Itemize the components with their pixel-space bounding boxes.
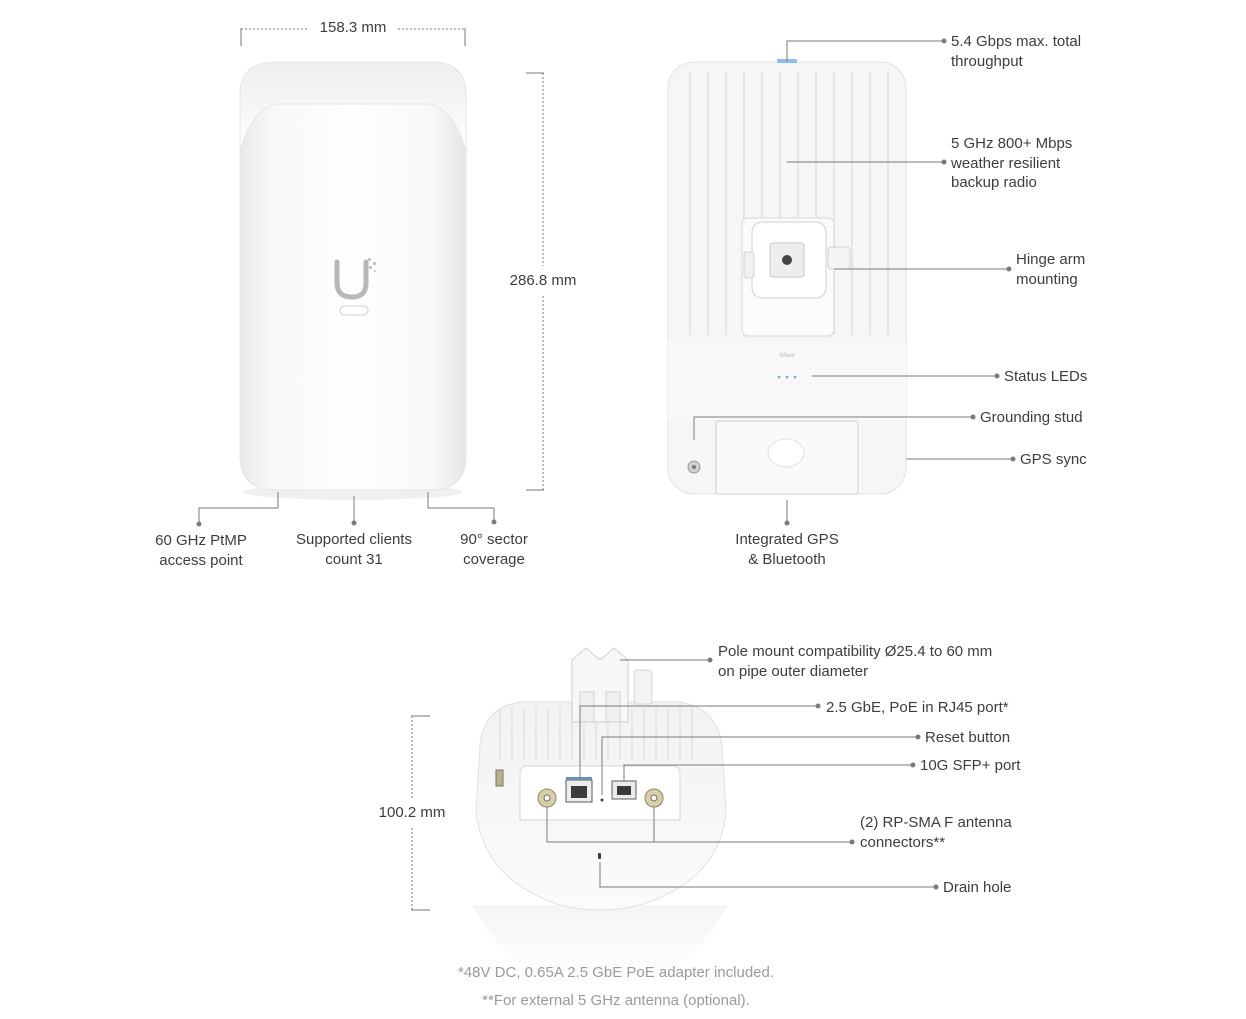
callout-rj45-port: 2.5 GbE, PoE in RJ45 port*	[826, 699, 1009, 716]
depth-dimension	[411, 715, 430, 911]
callout-integrated-gps: Integrated GPS & Bluetooth	[735, 531, 839, 568]
back-device-image: Wave	[667, 59, 907, 495]
callout-sfp-port: 10G SFP+ port	[920, 757, 1021, 774]
front-leader-lines	[196, 492, 497, 527]
callout-supported-clients: Supported clients count 31	[296, 531, 412, 568]
height-dimension	[526, 72, 544, 491]
callout-hinge-arm: Hinge arm mounting	[1016, 251, 1086, 288]
callout-backup-radio: 5 GHz 800+ Mbps weather resilient backup…	[951, 135, 1073, 191]
callout-gps-sync: GPS sync	[1020, 451, 1087, 468]
callout-reset-button: Reset button	[925, 729, 1011, 746]
callout-rp-sma-connectors: (2) RP-SMA F antenna connectors**	[860, 814, 1012, 851]
footnote-poe-adapter: *48V DC, 0.65A 2.5 GbE PoE adapter inclu…	[457, 964, 775, 981]
callout-drain-hole: Drain hole	[943, 879, 1012, 896]
depth-dimension-label: 100.2 mm	[378, 804, 446, 821]
callout-60ghz-ptmp: 60 GHz PtMP access point	[155, 532, 247, 569]
callout-max-throughput: 5.4 Gbps max. total throughput	[951, 33, 1082, 70]
callout-sector-coverage: 90° sector coverage	[460, 531, 528, 568]
callout-status-leds: Status LEDs	[1004, 368, 1088, 385]
width-dimension-label: 158.3 mm	[319, 19, 387, 36]
callout-grounding-stud: Grounding stud	[980, 409, 1083, 426]
front-device-image	[239, 61, 467, 500]
ui-logo	[334, 258, 376, 316]
width-dimension	[240, 28, 466, 46]
hinge-arm-mount	[741, 217, 851, 337]
footnote-external-antenna: **For external 5 GHz antenna (optional).	[482, 992, 750, 1009]
callout-pole-mount: Pole mount compatibility Ø25.4 to 60 mm …	[718, 643, 993, 680]
pole-mount	[571, 647, 653, 723]
back-leader-lines	[693, 38, 1016, 526]
height-dimension-label: 286.8 mm	[509, 272, 577, 289]
bottom-leader-lines	[546, 657, 939, 890]
svg-text:Wave: Wave	[779, 353, 795, 359]
bottom-device-image	[472, 647, 728, 985]
status-leds	[777, 375, 797, 379]
